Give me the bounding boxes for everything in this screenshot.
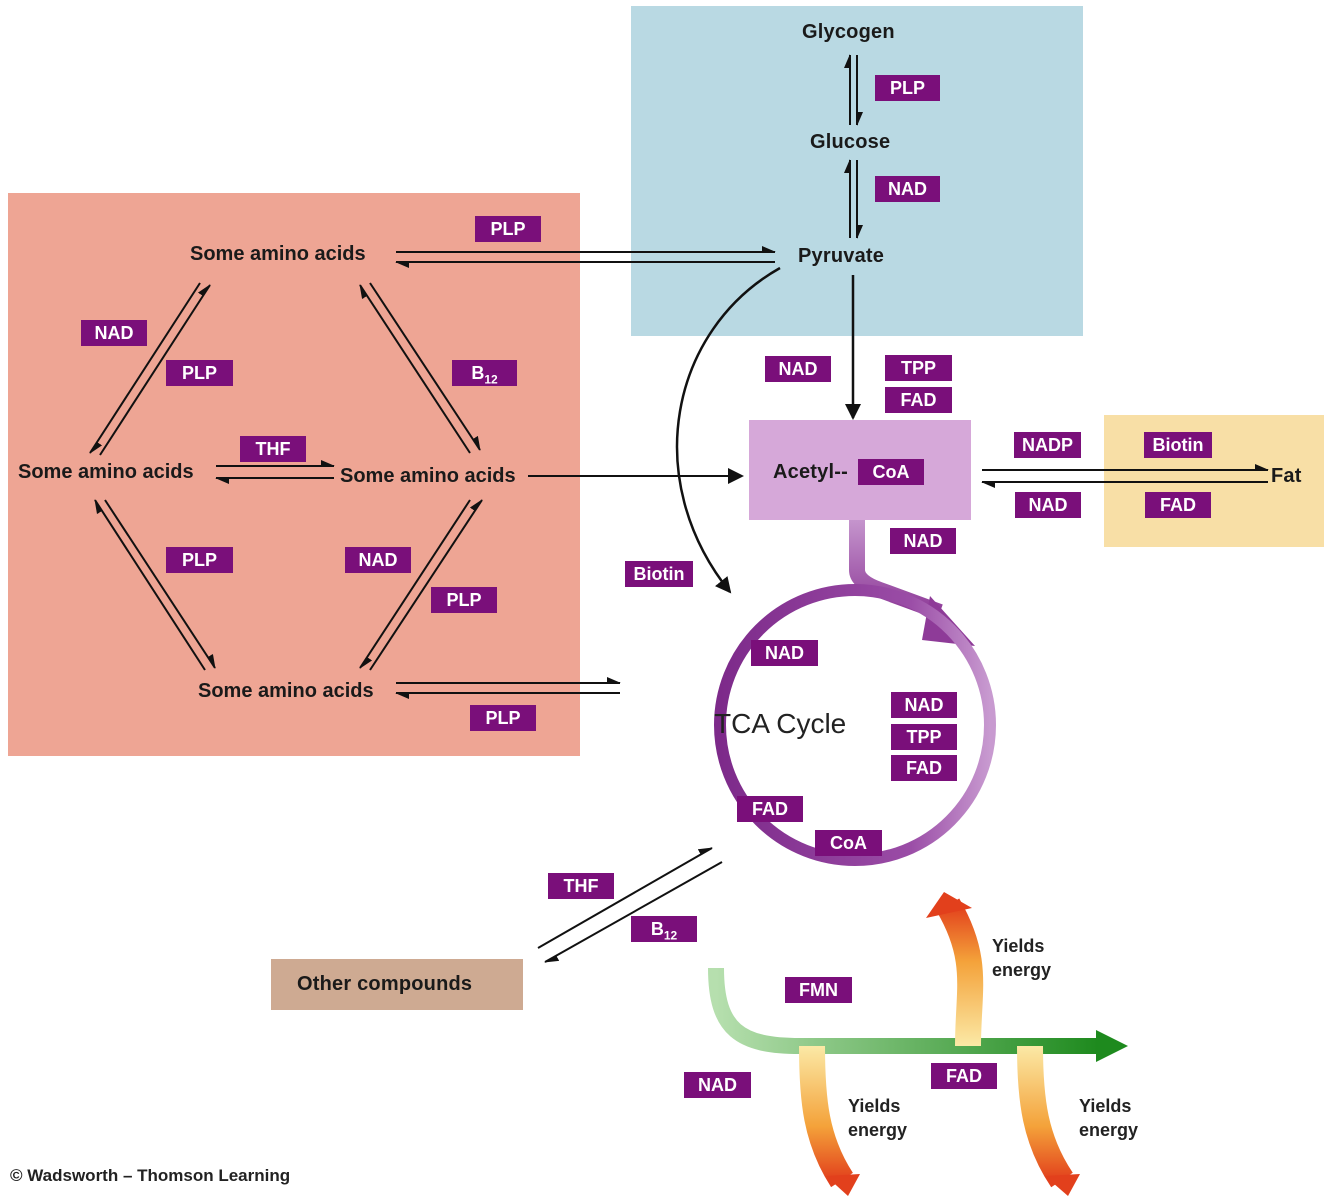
yields-energy-label: Yields energy (1079, 1096, 1139, 1140)
cofactor-badge: NAD (684, 1072, 751, 1098)
fat-label: Fat (1271, 465, 1302, 487)
cofactor-badge: Biotin (1144, 432, 1212, 458)
cofactor-badge: PLP (166, 360, 233, 386)
other-tca-arrows (537, 847, 723, 963)
cofactor-badge: NAD (751, 640, 818, 666)
aa-top-mid-arrows (359, 282, 481, 454)
cofactor-badge: NAD (1015, 492, 1081, 518)
cofactor-badge: NAD (765, 356, 831, 382)
energy-arrow-down-2 (1017, 1045, 1073, 1188)
amino-acids-left-label: Some amino acids (18, 461, 194, 483)
cofactor-badge: THF (240, 436, 306, 462)
amino-acids-top-label: Some amino acids (190, 243, 366, 265)
cofactor-badge: NAD (81, 320, 147, 346)
amino-acids-mid-label: Some amino acids (340, 465, 516, 487)
cofactor-badge: PLP (166, 547, 233, 573)
amino-acids-bottom-label: Some amino acids (198, 680, 374, 702)
cofactor-badge: NAD (875, 176, 940, 202)
pyruvate-label: Pyruvate (798, 245, 885, 267)
cofactor-badge-b12: B12 (452, 360, 517, 387)
aa-top-pyruvate-arrows (395, 246, 776, 268)
cofactor-badge: FAD (891, 755, 957, 781)
cofactor-badge: THF (548, 873, 614, 899)
cofactor-badge: PLP (475, 216, 541, 242)
cofactor-badge: FAD (1145, 492, 1211, 518)
cofactor-badge-b12: B12 (631, 916, 697, 943)
glycogen-label: Glycogen (802, 21, 895, 43)
yields-energy-label: Yields energy (848, 1096, 908, 1140)
cofactor-badge: NADP (1014, 432, 1081, 458)
acetyl-fat-arrows (981, 464, 1269, 488)
tca-ring (714, 584, 996, 866)
etc-green-arrow (708, 967, 1098, 1054)
cofactor-badge: FAD (885, 387, 952, 413)
cofactor-badge: NAD (890, 528, 956, 554)
tca-cycle-label: TCA Cycle (714, 708, 847, 739)
cofactor-badge: TPP (891, 724, 957, 750)
acetyl-label: Acetyl-- (773, 461, 848, 483)
pyruvate-tca-curve (675, 266, 781, 594)
cofactor-badge: TPP (885, 355, 952, 381)
aa-left-mid-arrows (215, 460, 335, 484)
cofactor-badge: PLP (431, 587, 497, 613)
amino-acid-region (8, 193, 580, 756)
aa-bottom-tca-arrows (395, 677, 621, 699)
cofactor-badge: Biotin (625, 561, 693, 587)
energy-arrow-down-1 (799, 1045, 854, 1188)
cofactor-badge: FAD (737, 796, 803, 822)
glucose-label: Glucose (810, 131, 891, 153)
copyright-credit: © Wadsworth – Thomson Learning (10, 1166, 291, 1185)
cofactor-badge: PLP (470, 705, 536, 731)
other-compounds-label: Other compounds (297, 973, 473, 995)
yields-energy-label: Yields energy (992, 936, 1052, 980)
glucose-pyruvate-arrows (844, 159, 863, 239)
cofactor-badge: PLP (875, 75, 940, 101)
cofactor-badge: NAD (891, 692, 957, 718)
aa-left-bottom-arrows (94, 499, 216, 671)
other-compounds-box (271, 959, 523, 1010)
cofactor-badge: CoA (815, 830, 882, 856)
cofactor-badge: NAD (345, 547, 411, 573)
glycogen-glucose-arrows (844, 54, 863, 126)
cofactor-badge: CoA (858, 459, 924, 485)
cofactor-badge: FAD (931, 1063, 997, 1089)
aa-mid-bottom-arrows (359, 499, 483, 671)
energy-arrow-up (936, 898, 984, 1047)
cofactor-badge: FMN (785, 977, 852, 1003)
aa-top-left-arrows (89, 282, 211, 456)
